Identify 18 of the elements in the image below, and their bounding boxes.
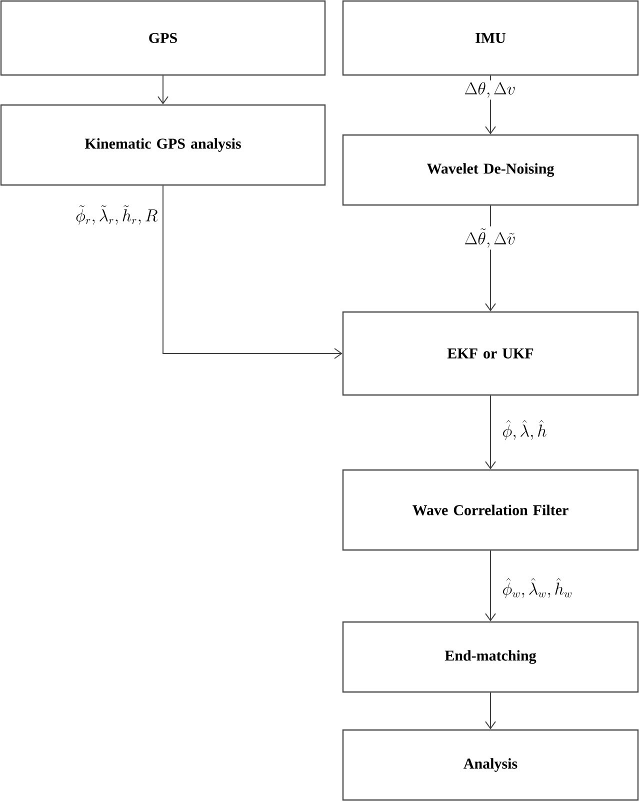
arrow (485, 395, 496, 470)
edge-label: $\hat{\phi}, \hat{\lambda}, \hat{h}$ (500, 418, 549, 442)
edge-label: $\hat{\phi}_w, \hat{\lambda}_w, \hat{h}_w$ (500, 576, 575, 600)
process-box: GPS (0, 0, 326, 76)
edge-label: $\tilde{\phi}_r, \tilde{\lambda}_r, \tilde{h}_r, R$ (74, 203, 160, 227)
process-box: Analysis (342, 729, 639, 801)
arrow (162, 185, 342, 359)
process-box: Kinematic GPS analysis (0, 104, 326, 186)
arrow (158, 75, 168, 104)
process-box: Wave Correlation Filter (342, 469, 639, 551)
process-box: EKF or UKF (342, 311, 639, 396)
edge-label: $\Delta\theta, \Delta v$ (462, 80, 518, 100)
process-box: End-matching (342, 621, 639, 693)
process-box: Wavelet De-Noising (342, 134, 639, 206)
arrow (485, 550, 496, 622)
edge-label: $\Delta\tilde{\theta}, \Delta\tilde{v}$ (462, 226, 518, 250)
process-box: IMU (342, 0, 639, 76)
arrow (485, 692, 496, 730)
